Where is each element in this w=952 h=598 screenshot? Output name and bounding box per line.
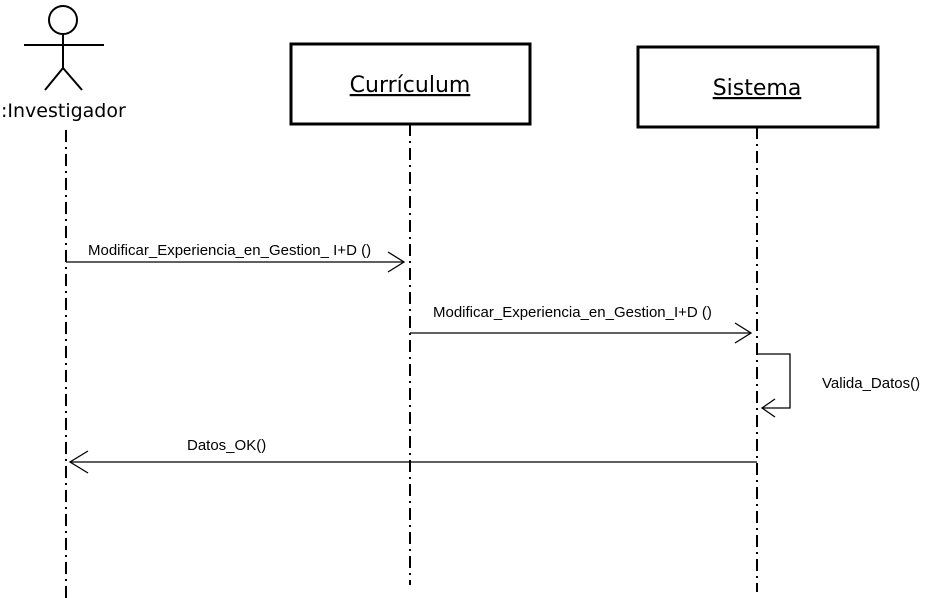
arrow-head-icon [734, 322, 753, 344]
actor-head [48, 5, 78, 35]
arrow-head-icon [387, 251, 406, 273]
actor-right-leg [62, 67, 83, 91]
object-sistema[interactable]: Sistema [636, 45, 880, 129]
message-datos-ok[interactable]: Datos_OK() [68, 437, 757, 474]
object-label-sistema: Sistema [713, 76, 802, 101]
message-label: Modificar_Experiencia_en_Gestion_ I+D () [88, 242, 371, 259]
message-label: Datos_OK() [187, 437, 266, 454]
object-box-sistema [636, 45, 880, 129]
object-box-curriculum [289, 42, 532, 126]
actor-label: :Investigador [1, 100, 126, 122]
arrow-head-icon [68, 450, 89, 474]
arrow-head-icon [760, 398, 776, 418]
message-valida-datos[interactable]: Valida_Datos() [757, 353, 920, 418]
message-label: Valida_Datos() [822, 375, 920, 392]
self-call-line [757, 353, 791, 409]
actor-investigador[interactable]: :Investigador [1, 5, 126, 122]
actor-left-leg [44, 67, 64, 91]
object-curriculum[interactable]: Currículum [289, 42, 532, 126]
message-label: Modificar_Experiencia_en_Gestion_I+D () [433, 304, 712, 321]
message-modificar-to-sistema[interactable]: Modificar_Experiencia_en_Gestion_I+D () [410, 304, 753, 344]
message-modificar-to-curriculum[interactable]: Modificar_Experiencia_en_Gestion_ I+D () [66, 242, 406, 273]
object-label-curriculum: Currículum [350, 73, 471, 98]
